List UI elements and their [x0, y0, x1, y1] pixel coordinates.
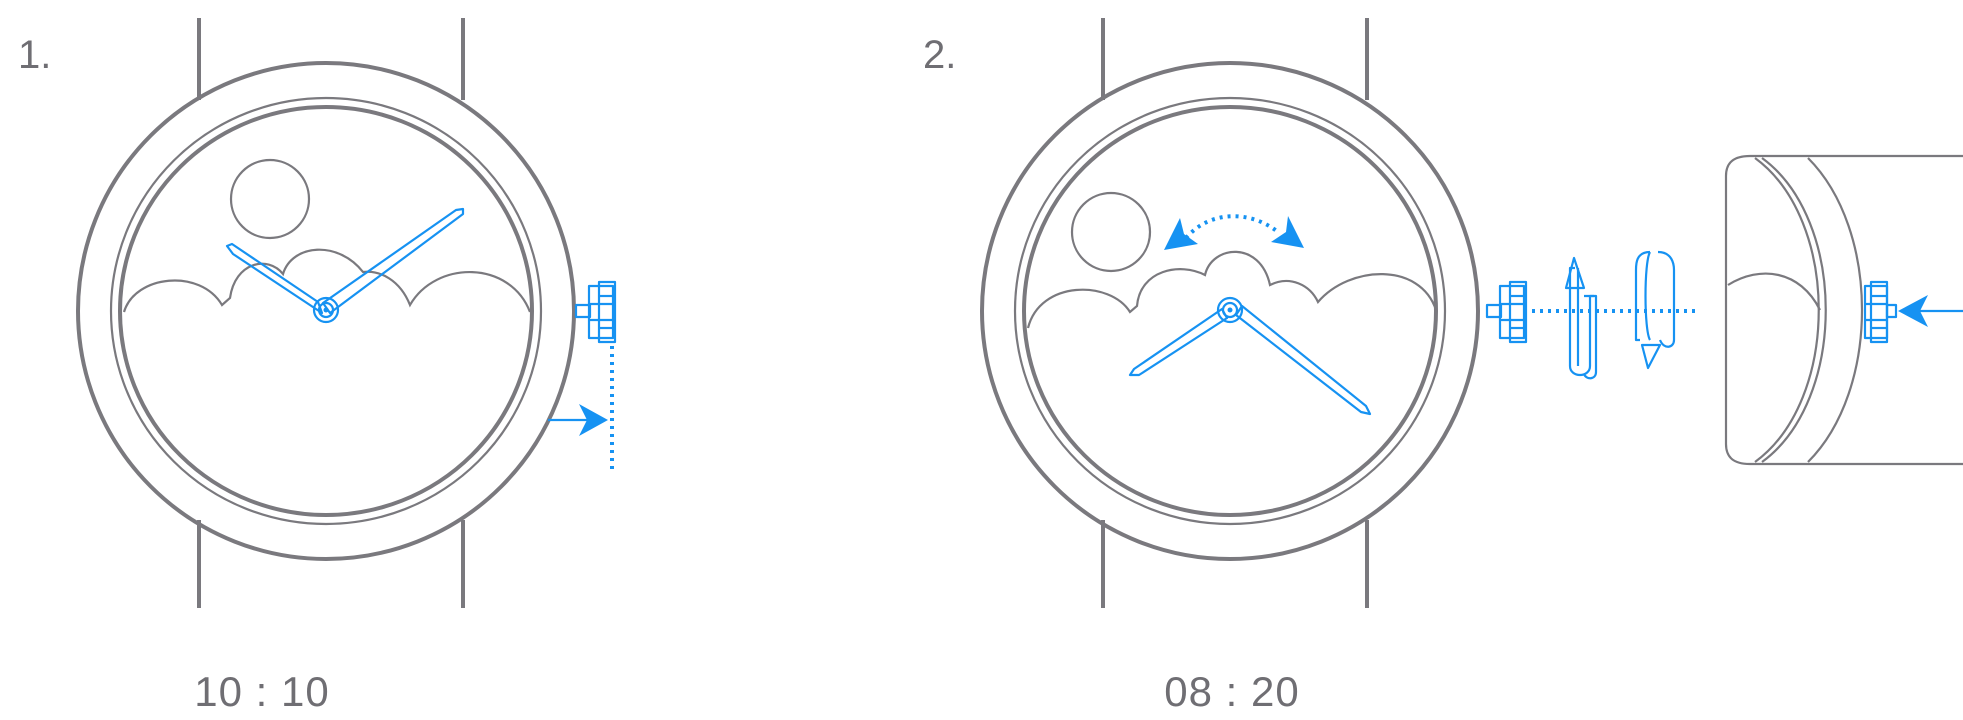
step-2-time: 08 : 20 [1164, 668, 1299, 715]
crown-push-inset [1724, 154, 1963, 466]
step-2-dial-art [1026, 191, 1438, 329]
crown-icon [1863, 280, 1898, 344]
step-2-strap [1101, 18, 1369, 608]
moon-icon [229, 158, 311, 240]
step-1-dial-art [122, 158, 532, 313]
rotate-arrows-icon [1564, 250, 1676, 380]
step-1-number: 1. [18, 33, 51, 77]
step-2-hands [1128, 296, 1372, 416]
crown-icon [574, 280, 617, 344]
moon-icon [1070, 191, 1152, 273]
step-1-time: 10 : 10 [194, 668, 329, 715]
rotate-dial-arrow-icon [1164, 214, 1304, 250]
step-1-hands [225, 207, 465, 324]
crown-icon [1485, 280, 1528, 344]
pull-arrow-icon [548, 346, 614, 474]
push-arrow-icon [1898, 295, 1963, 327]
step-1-strap [197, 18, 465, 608]
step-1: 1. [18, 18, 617, 715]
step-2: 2. [923, 18, 1963, 715]
step-2-watch-case [980, 61, 1480, 561]
step-1-watch-case [76, 61, 576, 561]
step-2-number: 2. [923, 33, 956, 77]
